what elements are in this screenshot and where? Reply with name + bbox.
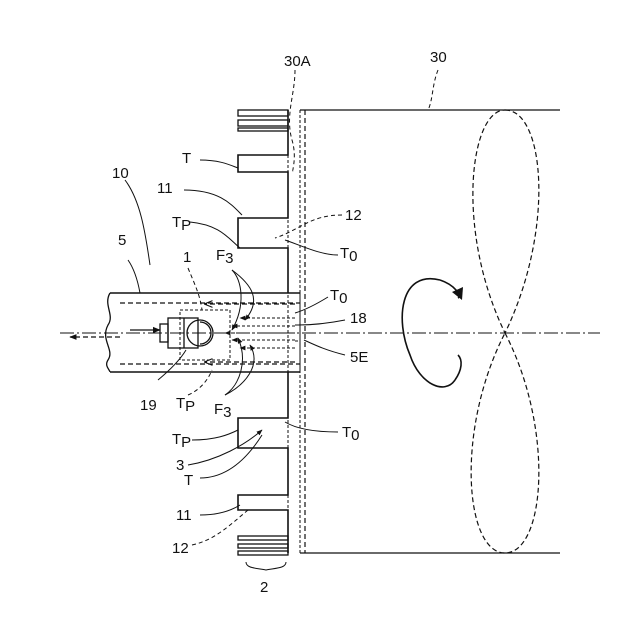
label-5E: 5E bbox=[350, 349, 368, 366]
label-30: 30 bbox=[430, 49, 447, 66]
label-F3-bottom: F3 bbox=[214, 401, 232, 421]
label-T0-upper: T0 bbox=[340, 245, 358, 265]
sensor-1 bbox=[160, 310, 230, 360]
label-18: 18 bbox=[350, 310, 367, 327]
label-T-lower: T bbox=[184, 472, 193, 489]
label-2: 2 bbox=[260, 579, 268, 596]
label-TP-lower: TP bbox=[172, 431, 191, 451]
label-TP-top: TP bbox=[172, 214, 191, 234]
label-1: 1 bbox=[183, 249, 191, 266]
label-12-top: 12 bbox=[345, 207, 362, 224]
label-T0-lower: T0 bbox=[342, 424, 360, 444]
drum-30 bbox=[300, 110, 560, 553]
label-19: 19 bbox=[140, 397, 157, 414]
label-F3-top: F3 bbox=[216, 247, 234, 267]
rotation-arrow bbox=[402, 279, 463, 387]
label-TP-mid: TP bbox=[176, 395, 195, 415]
label-11-lower: 11 bbox=[176, 507, 192, 524]
label-T0-mid: T0 bbox=[330, 287, 348, 307]
label-10: 10 bbox=[112, 165, 129, 182]
label-12-lower: 12 bbox=[172, 540, 189, 557]
label-30A: 30A bbox=[284, 53, 311, 70]
label-11-top: 11 bbox=[157, 180, 173, 197]
label-T-top: T bbox=[182, 150, 191, 167]
label-5: 5 bbox=[118, 232, 126, 249]
